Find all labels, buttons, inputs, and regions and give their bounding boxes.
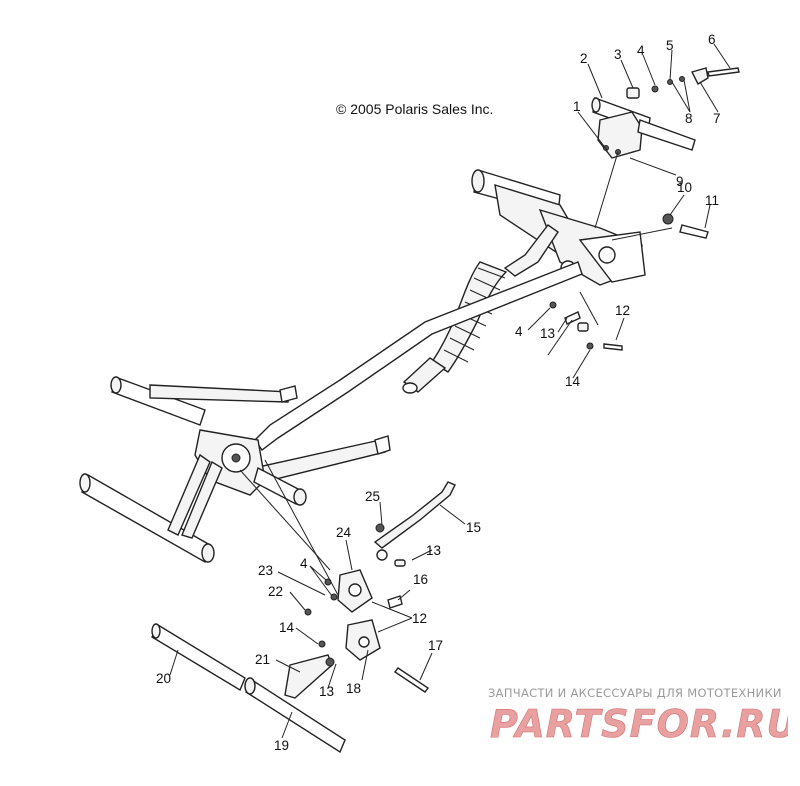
- callout-14-low: 14: [279, 620, 295, 635]
- callout-17: 17: [428, 638, 443, 653]
- callout-1: 1: [573, 99, 581, 114]
- callout-3: 3: [614, 47, 622, 62]
- callout-12: 12: [615, 303, 630, 318]
- callout-23: 23: [258, 563, 273, 578]
- callout-13-low: 13: [426, 543, 441, 558]
- callout-4-mid: 4: [515, 324, 523, 339]
- callout-25: 25: [365, 489, 380, 504]
- callout-11: 11: [705, 193, 719, 208]
- callout-9: 9: [676, 174, 684, 189]
- callout-21: 21: [255, 652, 270, 667]
- callout-10: 10: [677, 180, 692, 195]
- callout-6: 6: [708, 32, 716, 47]
- callout-5: 5: [666, 38, 674, 53]
- callout-7: 7: [713, 111, 721, 126]
- callout-8: 8: [685, 111, 693, 126]
- callout-15: 15: [466, 520, 481, 535]
- callout-13-mid: 13: [540, 326, 555, 341]
- callout-24: 24: [336, 525, 352, 540]
- callout-4-low: 4: [300, 556, 308, 571]
- callout-16: 16: [413, 572, 428, 587]
- callout-12-low: 12: [412, 611, 427, 626]
- watermark-logo: PARTSFOR.RU: [490, 702, 788, 747]
- callout-22: 22: [268, 584, 283, 599]
- callout-4: 4: [637, 43, 645, 58]
- leader-lines: [169, 43, 731, 739]
- copyright-notice: © 2005 Polaris Sales Inc.: [336, 101, 494, 117]
- upper-bracket-assembly: [591, 67, 740, 159]
- watermark-tagline: ЗАПЧАСТИ И АКСЕССУАРЫ ДЛЯ МОТОТЕХНИКИ: [488, 686, 782, 700]
- svg-text:PARTSFOR.RU: PARTSFOR.RU: [490, 702, 788, 746]
- rear-frame: [471, 169, 646, 286]
- callout-18: 18: [346, 681, 361, 696]
- callout-20: 20: [156, 671, 171, 686]
- callout-13-bottom: 13: [319, 684, 334, 699]
- callout-labels: 1 2 3 4 5 6 7 8 9 10 11 12 4 13 14 15 13…: [156, 32, 721, 753]
- callout-19: 19: [274, 738, 289, 753]
- long-rod: [254, 261, 583, 451]
- callout-14-mid: 14: [565, 374, 581, 389]
- callout-2: 2: [580, 51, 588, 66]
